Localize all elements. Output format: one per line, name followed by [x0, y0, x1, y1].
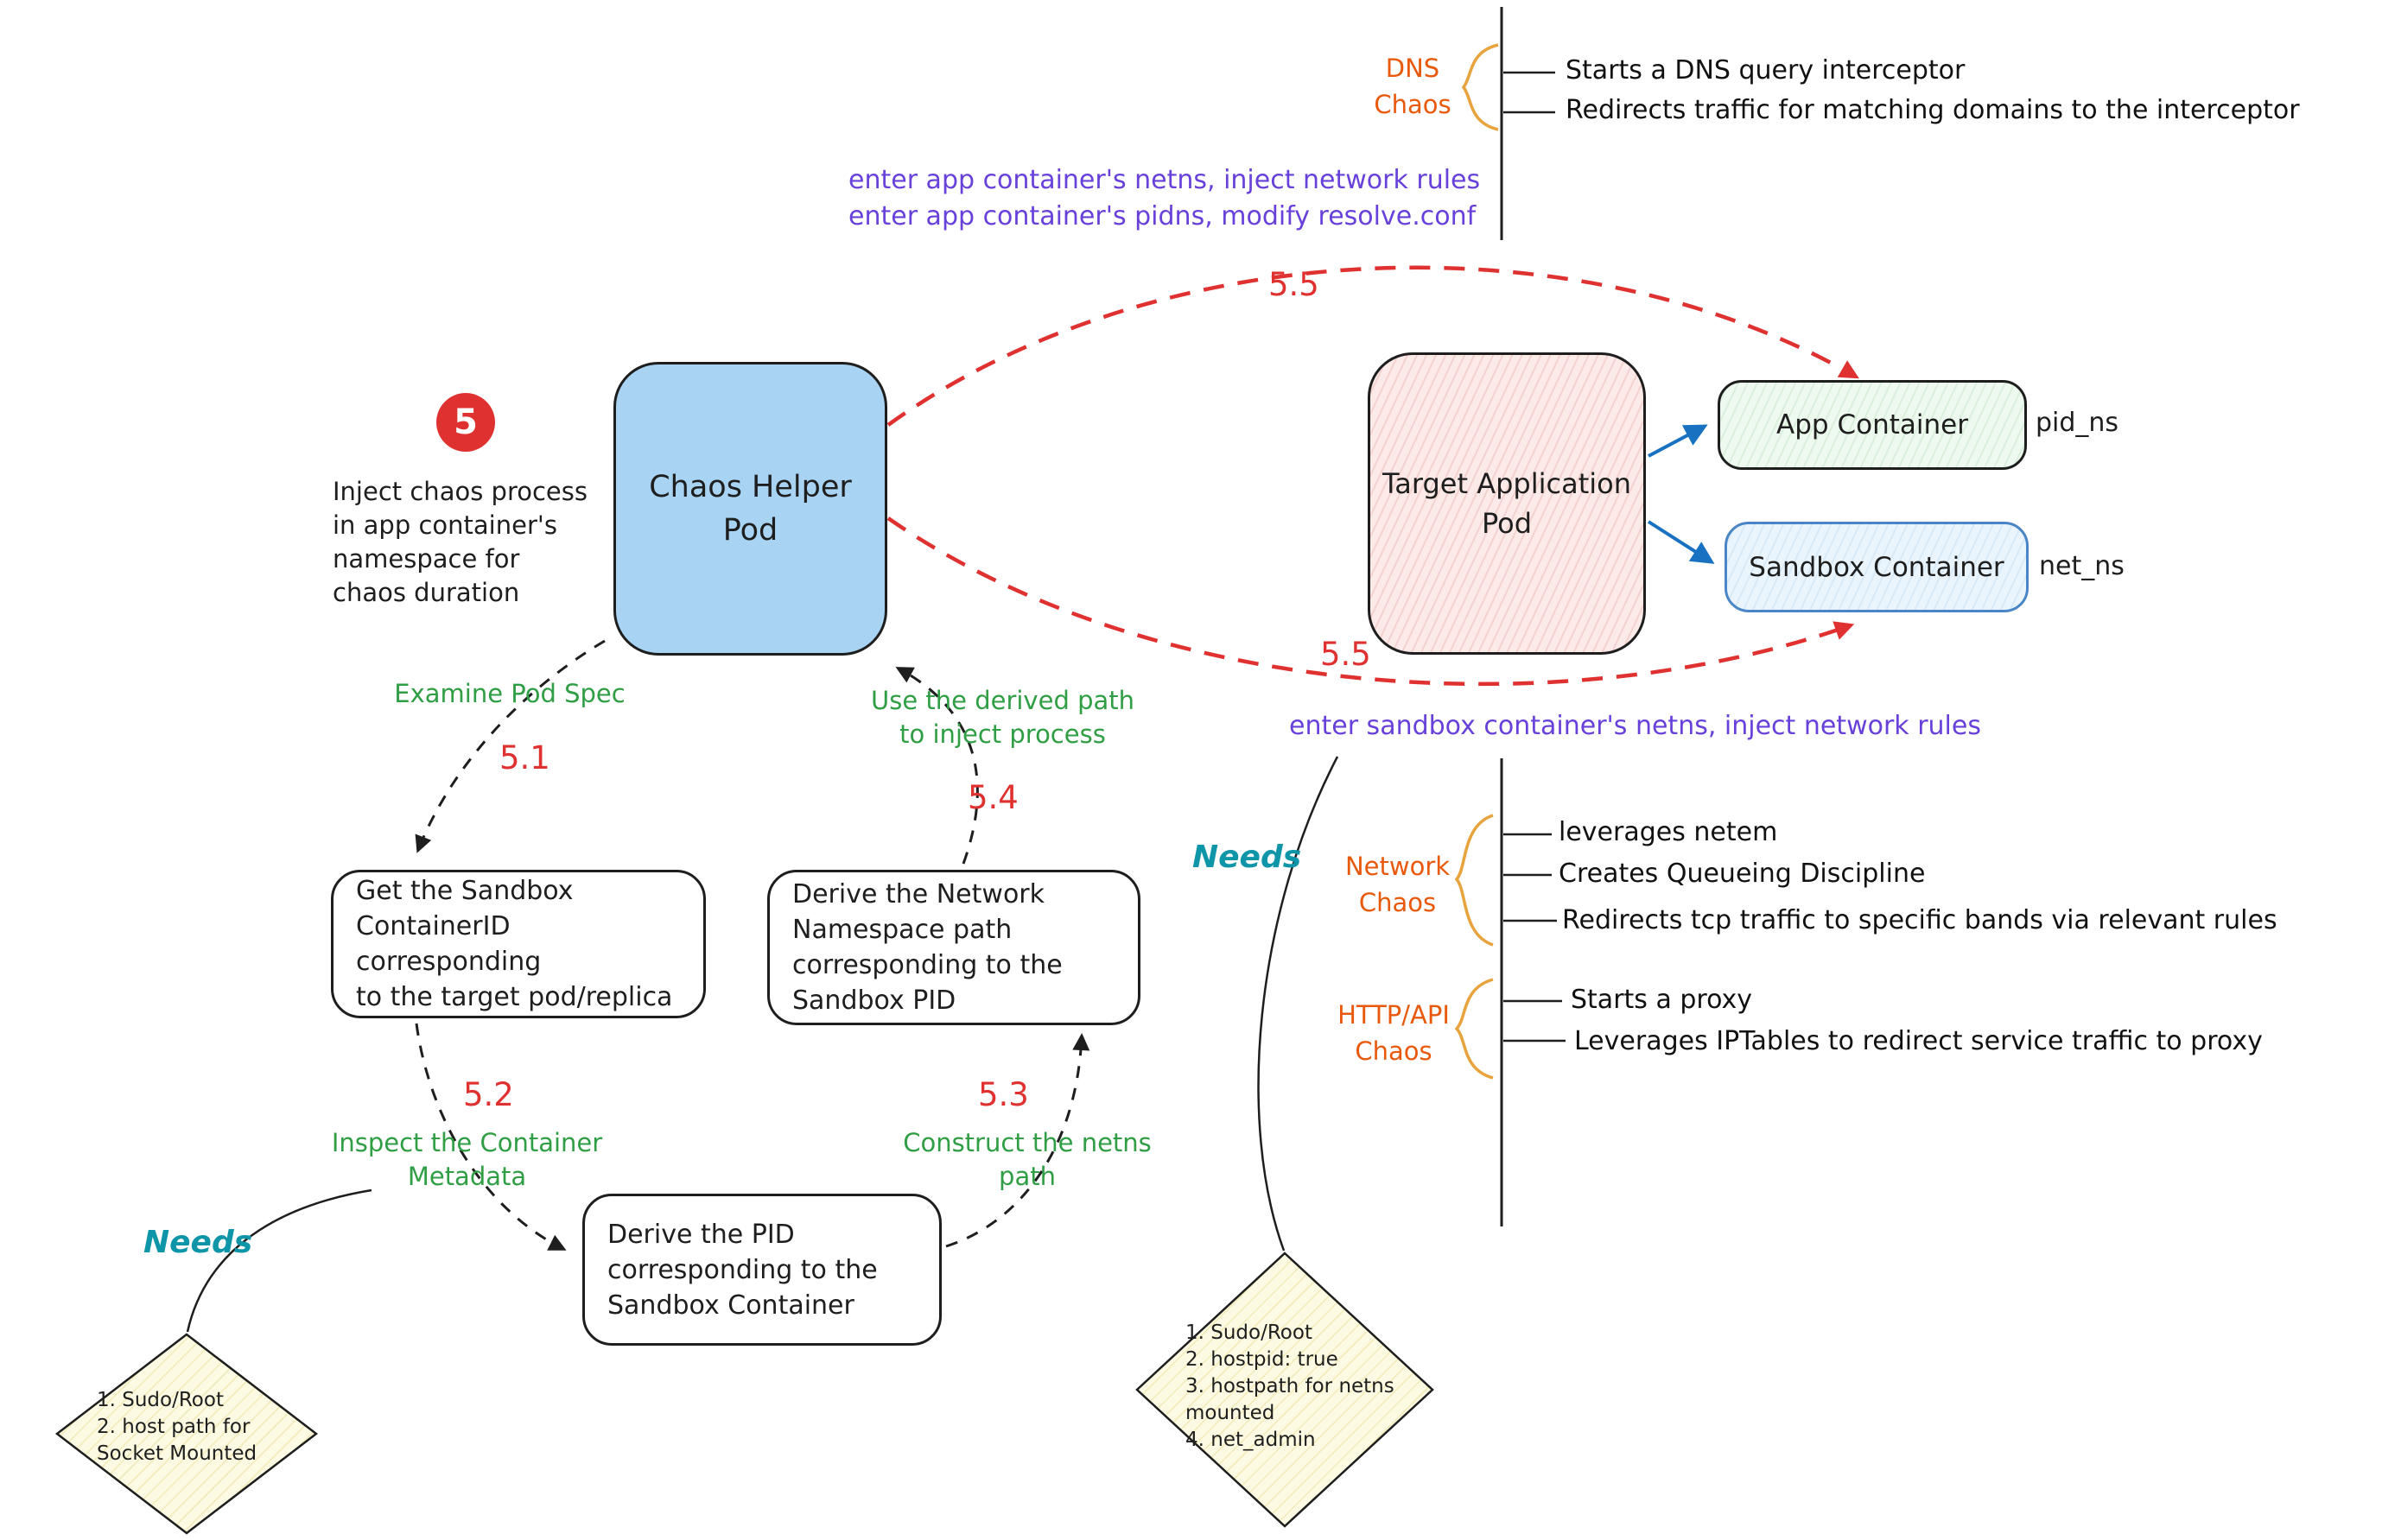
needs-right-label: Needs	[1192, 840, 1302, 875]
pid-ns-tag: pid_ns	[2036, 408, 2119, 438]
sandbox-container-node[interactable]: Sandbox Container	[1725, 522, 2029, 612]
arrow-target-to-sandbox-container	[1647, 520, 1715, 564]
dns-chaos-brace	[1461, 43, 1499, 131]
step-5-3-number: 5.3	[978, 1076, 1029, 1113]
step-badge: 5	[436, 393, 495, 452]
target-application-pod-node[interactable]: Target Application Pod	[1368, 352, 1646, 655]
needs-left-label: Needs	[143, 1225, 253, 1260]
http-api-chaos-item: Leverages IPTables to redirect service t…	[1574, 1026, 2263, 1056]
network-chaos-item: Redirects tcp traffic to specific bands …	[1562, 905, 2277, 935]
arrow-inject-sandbox-container	[886, 517, 1855, 687]
chaos-helper-pod-node[interactable]: Chaos Helper Pod	[613, 362, 887, 656]
needs-left-diamond	[54, 1333, 319, 1535]
task-derive-pid[interactable]: Derive the PID corresponding to the Sand…	[582, 1194, 942, 1346]
step-5-2-number: 5.2	[463, 1076, 514, 1113]
network-chaos-label: Network Chaos	[1344, 852, 1451, 917]
needs-right-diamond	[1135, 1252, 1434, 1528]
app-container-label: App Container	[1776, 409, 1968, 440]
step-5-5-bottom-number: 5.5	[1320, 636, 1371, 673]
http-api-chaos-item: Starts a proxy	[1571, 985, 1753, 1015]
target-application-pod-label: Target Application Pod	[1382, 467, 1631, 540]
arrow-step-5-3	[945, 1033, 1090, 1248]
step-5-1-number: 5.1	[499, 739, 550, 776]
sandbox-container-label: Sandbox Container	[1749, 551, 2004, 583]
arrow-step-5-2	[415, 1023, 567, 1251]
step-5-2-label: Inspect the Container Metadata	[331, 1128, 603, 1191]
annotation-app-container-rules: enter app container's netns, inject netw…	[848, 165, 1481, 231]
http-api-chaos-brace	[1454, 978, 1494, 1080]
dns-chaos-label: DNS Chaos	[1374, 54, 1451, 119]
task-get-sandbox-containerid-label: Get the Sandbox ContainerID correspondin…	[356, 876, 673, 1012]
arrow-step-5-1	[415, 639, 606, 853]
net-ns-tag: net_ns	[2039, 551, 2125, 581]
chaos-helper-pod-label: Chaos Helper Pod	[649, 470, 852, 548]
bullet-ticks	[1503, 71, 1566, 1043]
step-5-5-top-number: 5.5	[1268, 266, 1319, 303]
dns-chaos-item: Redirects traffic for matching domains t…	[1566, 95, 2300, 125]
task-derive-netns-path-label: Derive the Network Namespace path corres…	[792, 879, 1063, 1016]
step-5-3-label: Construct the netns path	[903, 1128, 1152, 1191]
network-chaos-brace	[1454, 814, 1494, 947]
needs-left-connector	[186, 1188, 372, 1333]
arrow-inject-app-container	[886, 265, 1859, 427]
http-api-chaos-label: HTTP/API Chaos	[1337, 1000, 1450, 1066]
arrow-target-to-app-container	[1648, 424, 1708, 458]
app-container-node[interactable]: App Container	[1718, 380, 2027, 470]
needs-left-requirements: 1. Sudo/Root 2. host path for Socket Mou…	[97, 1389, 257, 1465]
step-5-1-label: Examine Pod Spec	[394, 679, 626, 708]
needs-right-connector	[1257, 756, 1339, 1252]
step-5-4-number: 5.4	[968, 779, 1019, 816]
annotation-sandbox-container-rules: enter sandbox container's netns, inject …	[1289, 711, 1981, 741]
step-5-4-label: Use the derived path to inject process	[871, 686, 1134, 749]
needs-right-requirements: 1. Sudo/Root 2. hostpid: true 3. hostpat…	[1185, 1321, 1394, 1451]
network-chaos-item: Creates Queueing Discipline	[1559, 859, 1926, 889]
dns-chaos-item: Starts a DNS query interceptor	[1566, 55, 1966, 86]
task-derive-pid-label: Derive the PID corresponding to the Sand…	[607, 1219, 878, 1321]
arrow-step-5-4	[895, 667, 979, 865]
network-chaos-item: leverages netem	[1559, 817, 1778, 847]
step-description: Inject chaos process in app container's …	[333, 477, 588, 607]
task-get-sandbox-containerid[interactable]: Get the Sandbox ContainerID correspondin…	[331, 870, 706, 1018]
task-derive-netns-path[interactable]: Derive the Network Namespace path corres…	[767, 870, 1140, 1025]
